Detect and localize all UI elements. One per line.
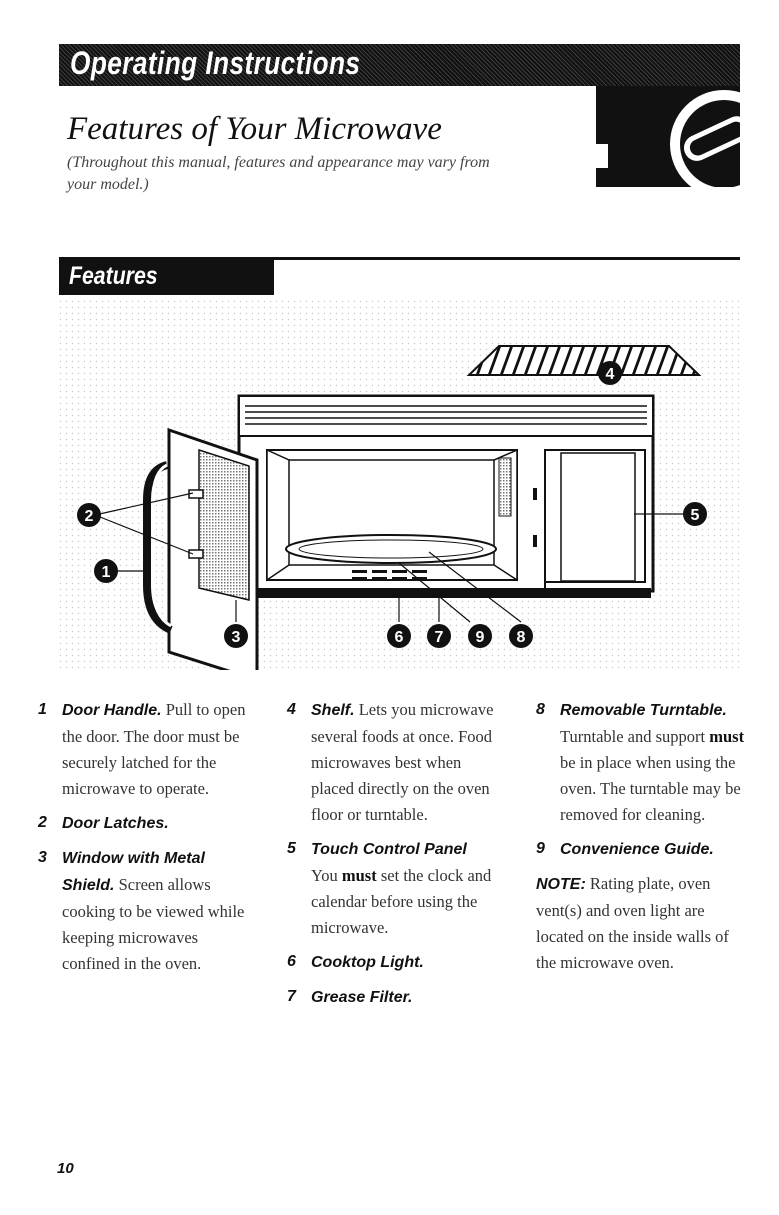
features-label: Features: [69, 262, 158, 290]
leader-lines: [94, 492, 684, 623]
callout-3: 3: [224, 624, 248, 648]
feature-text: Lets you microwave several foods at once…: [311, 700, 494, 824]
feature-text: set the clock and calendar before using …: [311, 866, 492, 937]
vent-panel: [238, 395, 654, 437]
svg-text:8: 8: [517, 629, 526, 646]
note-block: NOTE: Rating plate, oven vent(s) and ove…: [536, 871, 751, 976]
feature-emphasis: must: [341, 866, 377, 885]
vent-lines: [245, 405, 647, 425]
page-subnote: (Throughout this manual, features and ap…: [67, 154, 490, 193]
feature-item-7: 7 Grease Filter.: [287, 988, 413, 1006]
section-rule: [59, 257, 740, 260]
feature-text: You: [311, 866, 338, 885]
feature-item-1: 1 Door Handle. Pull to open the door. Th…: [38, 700, 246, 798]
dial-icon: [596, 90, 740, 187]
svg-text:3: 3: [232, 629, 241, 646]
bottom-strip: [241, 588, 651, 598]
features-tab: Features: [59, 259, 274, 295]
callout-9: 9: [468, 624, 492, 648]
svg-text:4: 4: [606, 366, 615, 383]
feature-term: Convenience Guide.: [560, 841, 714, 858]
feature-item-9: 9 Convenience Guide.: [536, 840, 714, 858]
feature-term: Removable Turntable.: [560, 702, 727, 719]
feature-column-1: 1 Door Handle. Pull to open the door. Th…: [38, 697, 253, 985]
grease-filter-marks: [352, 570, 427, 580]
feature-column-3: 8 Removable Turntable. Turntable and sup…: [536, 697, 751, 984]
feature-term: Door Latches.: [62, 815, 169, 832]
page-heading: Features of Your Microwave: [67, 111, 442, 147]
feature-text: be in place when using the oven. The tur…: [560, 753, 741, 824]
shelf: [466, 345, 702, 376]
page-number: 10: [57, 1160, 74, 1177]
feature-column-2: 4 Shelf. Lets you microwave several food…: [287, 697, 502, 1019]
callout-4: 4: [598, 361, 622, 385]
section-banner: Operating Instructions: [59, 44, 740, 86]
note-label: NOTE:: [536, 876, 586, 893]
feature-item-6: 6 Cooktop Light.: [287, 953, 424, 971]
callout-7: 7: [427, 624, 451, 648]
feature-term: Touch Control Panel: [311, 841, 467, 858]
feature-item-5: 5 Touch Control Panel You must set the c…: [287, 840, 492, 937]
door-window: [198, 448, 250, 601]
callout-2: 2: [77, 503, 101, 527]
side-tab-dial-icon: [596, 86, 740, 187]
callout-8: 8: [509, 624, 533, 648]
turntable: [285, 534, 497, 564]
callout-6: 6: [387, 624, 411, 648]
feature-term: Shelf.: [311, 702, 355, 719]
convenience-guide: [498, 457, 512, 517]
feature-text: Pull to open the door. The door must be …: [62, 700, 246, 798]
feature-item-3: 3 Window with Metal Shield. Screen allow…: [38, 849, 245, 973]
door-handle: [143, 461, 173, 634]
feature-term: Window with Metal Shield.: [62, 850, 205, 894]
feature-item-8: 8 Removable Turntable. Turntable and sup…: [536, 701, 745, 824]
note-text: Rating plate, oven vent(s) and oven ligh…: [536, 874, 729, 972]
banner-title: Operating Instructions: [70, 45, 361, 81]
feature-term: Cooktop Light.: [311, 954, 424, 971]
microwave-illustration: 4 2 1 5 3 6 7 9 8: [59, 300, 740, 670]
svg-text:5: 5: [691, 507, 700, 524]
feature-emphasis: must: [709, 727, 745, 746]
feature-text: Turntable and support: [560, 727, 706, 746]
svg-text:9: 9: [476, 629, 485, 646]
svg-text:1: 1: [102, 564, 111, 581]
door-latch-lower: [188, 549, 204, 559]
feature-text: Screen allows cooking to be viewed while…: [62, 875, 245, 973]
callout-1: 1: [94, 559, 118, 583]
svg-text:7: 7: [435, 629, 444, 646]
callout-5: 5: [683, 502, 707, 526]
svg-text:6: 6: [395, 629, 404, 646]
svg-text:2: 2: [85, 508, 94, 525]
feature-term: Door Handle.: [62, 702, 162, 719]
feature-term: Grease Filter.: [311, 989, 413, 1006]
feature-item-2: 2 Door Latches.: [38, 814, 169, 832]
feature-item-4: 4 Shelf. Lets you microwave several food…: [287, 700, 494, 824]
